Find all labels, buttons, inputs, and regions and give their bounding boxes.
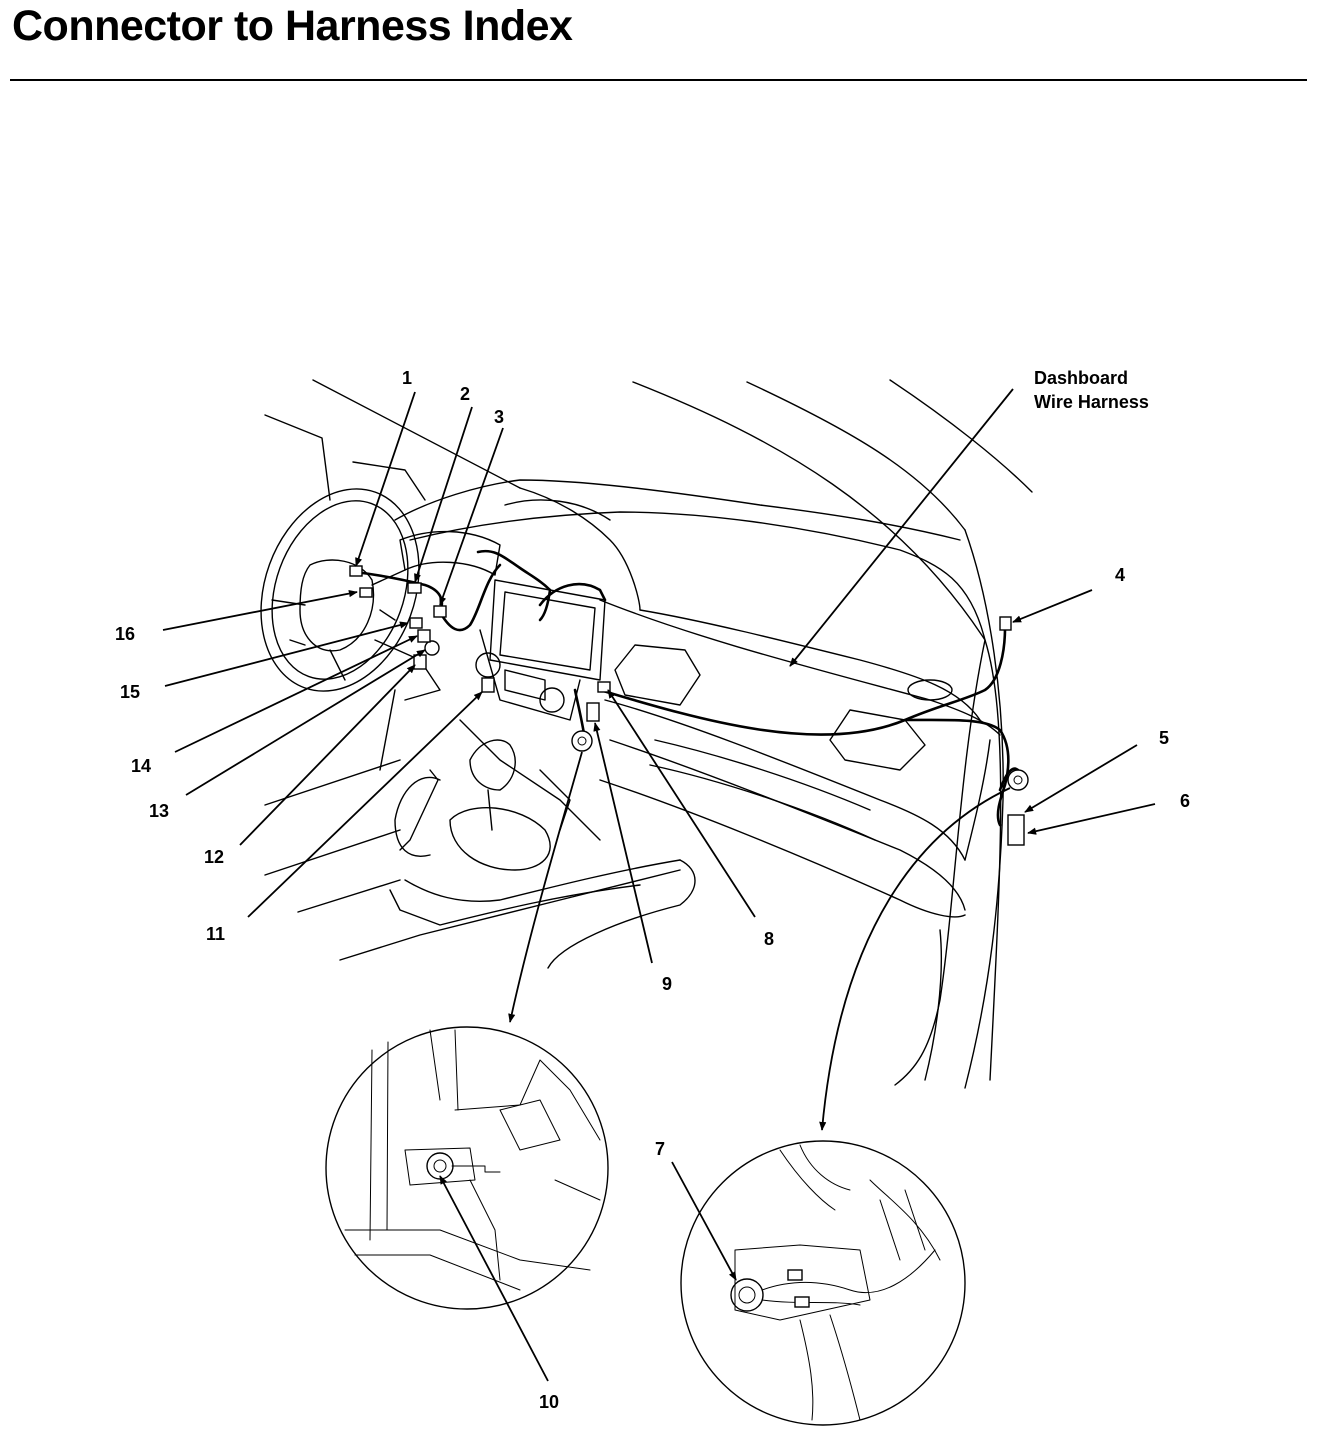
- connector-1: [349, 565, 363, 577]
- connector-6: [1007, 814, 1025, 846]
- ground-bolt-g401: [571, 730, 593, 752]
- connectors: [349, 565, 1029, 846]
- callout-2: 2: [460, 384, 470, 404]
- callout-1: 1: [402, 368, 412, 388]
- callout-8: 8: [764, 929, 774, 949]
- callout-10: 10: [539, 1392, 559, 1412]
- ground-bolt-g402: [1007, 769, 1029, 791]
- title-rule: [10, 79, 1307, 81]
- harness-wiring: [353, 549, 1020, 827]
- connector-4: [999, 616, 1012, 631]
- connector-12: [413, 654, 427, 670]
- callout-15: 15: [120, 682, 140, 702]
- detail-view-ground-10: [325, 1026, 609, 1310]
- connector-2: [407, 582, 422, 594]
- callout-11: 11: [206, 924, 225, 944]
- harness-label: Dashboard Wire Harness: [1034, 368, 1149, 412]
- connector-9: [586, 702, 600, 722]
- callout-4: 4: [1115, 565, 1125, 585]
- detail-view-ground-7: [680, 1140, 966, 1426]
- callout-14: 14: [131, 756, 151, 776]
- connector-16: [359, 587, 373, 598]
- interior-outline: [260, 379, 1033, 1089]
- callout-numbers: 1 2 3 4 5 6 7 8 9 10 11 12 13 14 15 16: [115, 368, 1190, 1412]
- callout-7: 7: [655, 1139, 665, 1159]
- harness-label-line2: Wire Harness: [1034, 392, 1149, 412]
- callout-12: 12: [204, 847, 224, 867]
- harness-label-line1: Dashboard: [1034, 368, 1128, 388]
- callout-9: 9: [662, 974, 672, 994]
- connector-14: [417, 629, 431, 643]
- connector-11: [481, 677, 495, 693]
- connector-15: [409, 617, 423, 629]
- callout-13: 13: [149, 801, 169, 821]
- callout-3: 3: [494, 407, 504, 427]
- callout-16: 16: [115, 624, 135, 644]
- connector-3: [433, 605, 447, 618]
- leader-lines: [162, 388, 1156, 1382]
- connector-8: [597, 681, 611, 693]
- page-title: Connector to Harness Index: [12, 2, 573, 50]
- callout-5: 5: [1159, 728, 1169, 748]
- callout-6: 6: [1180, 791, 1190, 811]
- connector-13: [424, 640, 440, 656]
